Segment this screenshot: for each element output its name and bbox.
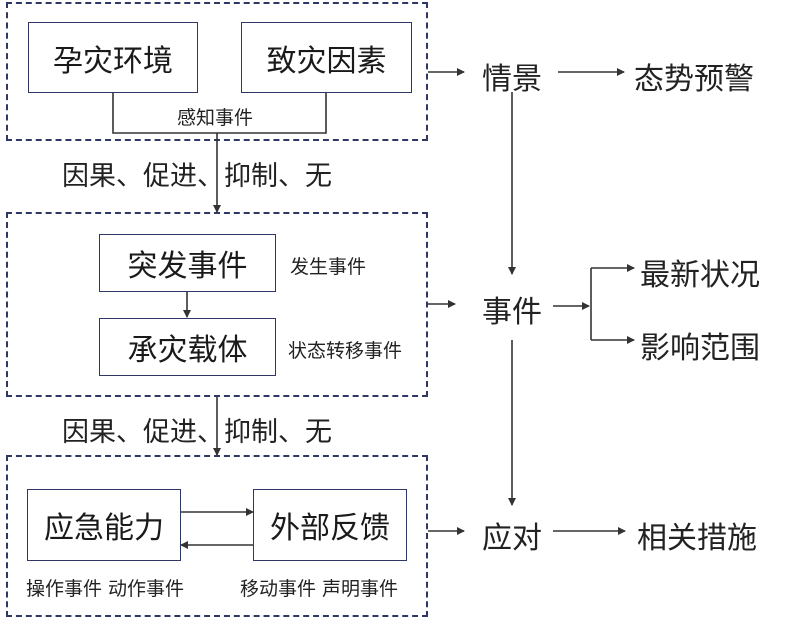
event-node: 事件 xyxy=(482,295,542,330)
relation-label-2: 因果、促进、抑制、无 xyxy=(62,417,332,448)
perception-event-label: 感知事件 xyxy=(177,107,254,129)
box-emergency-capacity[interactable]: 应急能力 xyxy=(27,489,181,561)
box-external-feedback[interactable]: 外部反馈 xyxy=(253,489,407,561)
group-middle xyxy=(6,212,428,397)
response-node: 应对 xyxy=(482,521,542,556)
latest-status-node: 最新状况 xyxy=(640,258,760,293)
box-label: 外部反馈 xyxy=(270,511,390,546)
box-disaster-carrier[interactable]: 承灾载体 xyxy=(99,318,276,376)
occurrence-event-label: 发生事件 xyxy=(290,256,367,278)
impact-scope-node: 影响范围 xyxy=(640,331,760,366)
box-label: 孕灾环境 xyxy=(53,43,173,79)
box-label: 应急能力 xyxy=(44,511,164,546)
relation-label-1: 因果、促进、抑制、无 xyxy=(62,161,332,192)
box-label: 承灾载体 xyxy=(127,333,248,368)
operation-action-events-label: 操作事件 动作事件 xyxy=(26,578,185,600)
box-label: 致灾因素 xyxy=(266,43,387,79)
box-label: 突发事件 xyxy=(127,249,248,284)
box-disaster-factor[interactable]: 致灾因素 xyxy=(241,22,412,93)
situation-warning-node: 态势预警 xyxy=(634,62,754,97)
group-bottom xyxy=(6,455,428,617)
state-transition-event-label: 状态转移事件 xyxy=(288,340,403,362)
box-sudden-event[interactable]: 突发事件 xyxy=(99,234,276,292)
related-measures-node: 相关措施 xyxy=(637,521,757,556)
box-disaster-environment[interactable]: 孕灾环境 xyxy=(28,22,198,93)
scenario-node: 情景 xyxy=(482,62,542,97)
move-declare-events-label: 移动事件 声明事件 xyxy=(240,578,399,600)
